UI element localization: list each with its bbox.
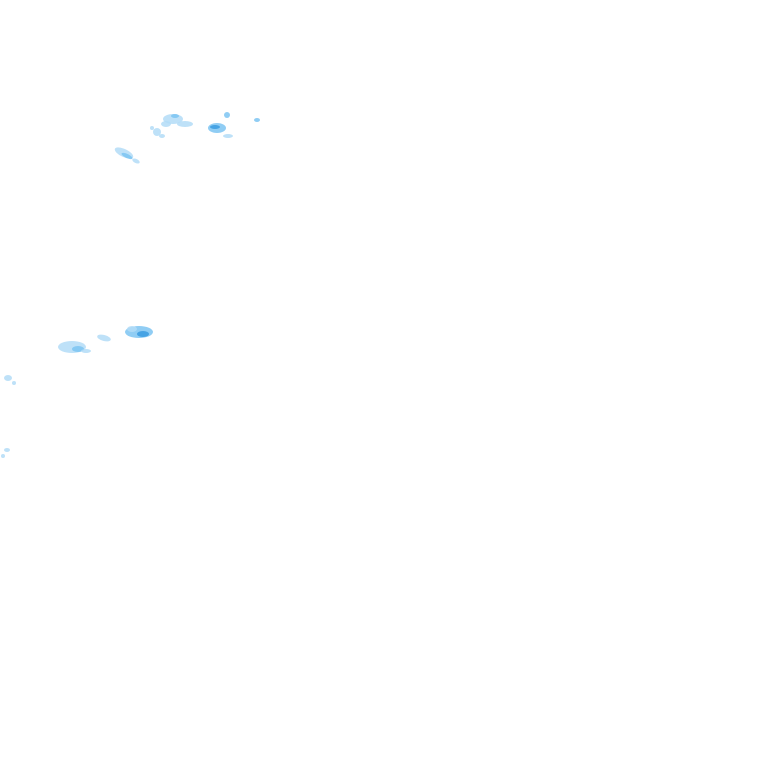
echo-cell bbox=[1, 454, 5, 458]
echo-cell bbox=[72, 346, 84, 352]
echo-cell bbox=[161, 121, 171, 127]
echo-cell bbox=[12, 381, 16, 385]
echo-cluster bbox=[150, 126, 165, 138]
echo-cell bbox=[223, 134, 233, 138]
echo-cell bbox=[4, 448, 10, 452]
echo-cluster bbox=[58, 341, 91, 353]
echo-cluster bbox=[97, 334, 111, 342]
echo-cell bbox=[171, 114, 179, 118]
echo-cluster bbox=[4, 375, 16, 385]
echo-cluster bbox=[1, 448, 10, 458]
echo-cell bbox=[254, 118, 260, 122]
precipitation-echo-layer bbox=[1, 112, 260, 458]
echo-cluster bbox=[153, 114, 193, 136]
echo-cell bbox=[159, 134, 165, 138]
echo-cluster bbox=[114, 147, 140, 164]
echo-cell bbox=[137, 331, 149, 337]
echo-cell bbox=[4, 375, 12, 381]
echo-cell bbox=[177, 121, 193, 127]
echo-cell bbox=[81, 349, 91, 353]
echo-cluster bbox=[208, 112, 260, 138]
echo-cell bbox=[97, 334, 111, 342]
echo-cell bbox=[224, 112, 230, 118]
echo-cell bbox=[121, 152, 133, 160]
echo-cluster bbox=[125, 326, 153, 338]
echo-cell bbox=[153, 128, 161, 136]
echo-cell bbox=[210, 125, 220, 129]
echo-cell bbox=[127, 326, 137, 332]
echo-cell bbox=[132, 158, 140, 164]
echo-cell bbox=[150, 126, 154, 130]
